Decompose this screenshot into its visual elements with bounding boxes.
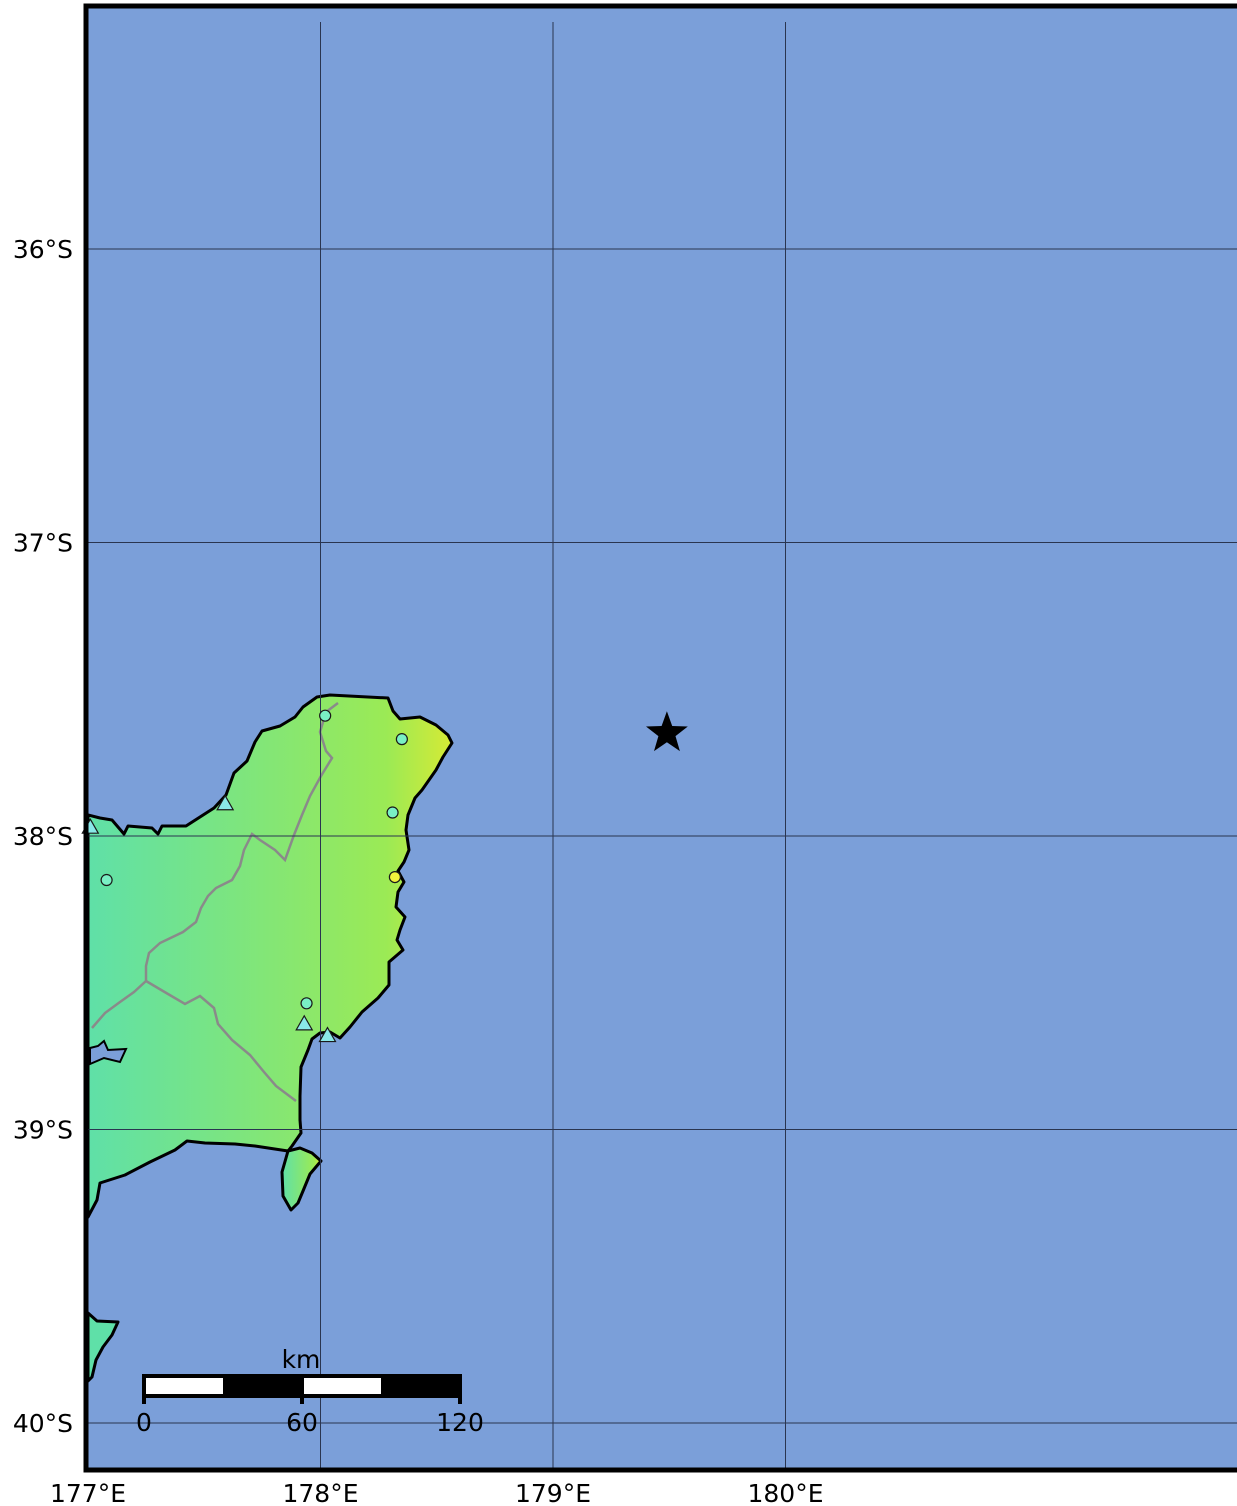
graticule	[88, 22, 1237, 1468]
scale-label-0: 0	[136, 1408, 152, 1437]
station-circle-icon	[388, 870, 401, 884]
latitude-label: 39°S	[13, 1116, 73, 1145]
station-circle-icon	[300, 997, 313, 1010]
scale-segment	[223, 1376, 302, 1396]
longitude-label: 177°E	[50, 1479, 126, 1506]
longitude-label: 179°E	[515, 1479, 591, 1506]
scale-segment	[144, 1376, 223, 1396]
map-frame	[83, 3, 1237, 1473]
latitude-label: 36°S	[13, 235, 73, 264]
regional-border	[91, 702, 339, 1102]
station-markers	[81, 709, 408, 1043]
star-icon	[646, 711, 688, 752]
lake	[89, 1039, 128, 1066]
scale-segment	[302, 1376, 381, 1396]
longitude-labels: 177°E 178°E 179°E 180°E	[50, 1479, 824, 1506]
scale-label-120: 120	[436, 1408, 484, 1437]
scale-label-60: 60	[286, 1408, 318, 1437]
station-circle-icon	[319, 709, 332, 722]
scale-unit: km	[282, 1345, 321, 1374]
station-triangle-icon	[295, 1014, 314, 1031]
scale-bar: km 0 60 120	[136, 1345, 484, 1437]
station-circle-icon	[395, 733, 408, 746]
latitude-label: 40°S	[13, 1409, 73, 1438]
scale-segment	[381, 1376, 460, 1396]
peninsula	[280, 1146, 323, 1212]
longitude-label: 178°E	[282, 1479, 358, 1506]
station-triangle-icon	[318, 1026, 337, 1043]
longitude-label: 180°E	[747, 1479, 823, 1506]
station-triangle-icon	[216, 794, 235, 811]
station-circle-icon	[386, 806, 399, 819]
latitude-label: 37°S	[13, 529, 73, 558]
latitude-labels: 36°S 37°S 38°S 39°S 40°S	[13, 235, 73, 1438]
station-circle-icon	[100, 873, 113, 887]
land-fragment	[88, 1311, 120, 1383]
epicenter-layer	[646, 711, 688, 752]
latitude-label: 38°S	[13, 822, 73, 851]
land-mass	[88, 693, 454, 1219]
